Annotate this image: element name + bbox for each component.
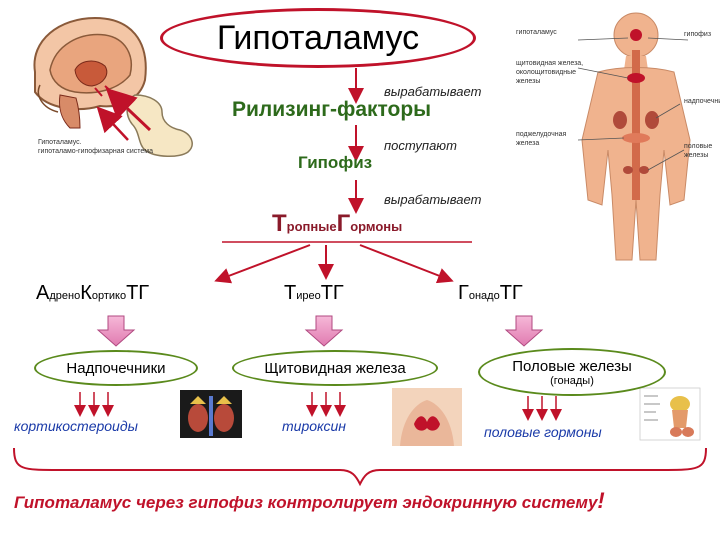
pink-arrow-2 (304, 315, 344, 347)
summary-brace (13, 447, 707, 487)
pink-arrow-1 (96, 315, 136, 347)
hormone-acth: АдреноКортикоТГ (36, 282, 149, 305)
human-body-illustration (577, 12, 691, 261)
body-labels-right: гипофиз надпочечники половые железы (684, 30, 720, 160)
arrow-to-gth (359, 244, 454, 284)
adrenal-image (180, 390, 242, 438)
body-label-adrenals: надпочечники (684, 98, 720, 105)
releasing-factors: Рилизинг-факторы (232, 98, 432, 121)
small-arrows-2 (306, 392, 346, 417)
body-label-pituitary: гипофиз (684, 31, 712, 38)
tropic-t-rest: ропные (286, 219, 337, 234)
tropic-g: Г (336, 210, 351, 237)
body-label-hypothalamus: гипоталамус (516, 29, 557, 36)
small-arrows-1 (74, 392, 114, 417)
title-oval: Гипоталамус (160, 8, 476, 68)
note-produces-1: вырабатывает (384, 84, 482, 99)
hormone-gth-s1: онадо (468, 290, 500, 302)
footer-text: Гипоталамус через гипофиз контролирует э… (14, 493, 598, 512)
gland-thyroid: Щитовидная железа (232, 350, 438, 386)
note-enters: поступают (384, 138, 457, 153)
brain-caption-line-1: Гипоталамус. (38, 139, 82, 146)
hormone-acth-s1: дрено (49, 290, 81, 302)
footer-statement: Гипоталамус через гипофиз контролирует э… (14, 488, 605, 514)
hormone-gth-p2: ТГ (499, 282, 523, 304)
hormone-acth-p2: К (80, 282, 92, 304)
product-corticosteroids: кортикостероиды (14, 418, 138, 434)
note-produces-2: вырабатывает (384, 192, 482, 207)
brain-illustration (33, 16, 193, 157)
pituitary: Гипофиз (298, 153, 373, 172)
hormone-tsh-s1: ирео (296, 290, 321, 302)
gland-adrenal-label: Надпочечники (66, 359, 166, 377)
gland-gonads: Половые железы (гонады) (478, 348, 666, 396)
gland-gonads-sublabel: (гонады) (550, 374, 594, 387)
tropic-g-rest: ормоны (350, 219, 403, 234)
product-thyroxine: тироксин (282, 418, 346, 434)
hormone-tsh: ТиреоТГ (284, 282, 344, 305)
hormone-tsh-p1: Т (284, 282, 297, 304)
body-label-gonads: половые железы (684, 143, 713, 159)
body-label-thyroid: щитовидная железа, околощитовидные желез… (516, 60, 584, 85)
product-sex-hormones: половые гормоны (484, 424, 602, 440)
hormone-tsh-p2: ТГ (320, 282, 344, 304)
brain-caption: Гипоталамус. гипоталамо-гипофизарная сис… (38, 138, 153, 156)
tropic-hormones: ТропныеГормоны (272, 210, 402, 238)
gonads-image (639, 387, 701, 441)
title: Гипоталамус (216, 18, 420, 57)
small-arrows-3 (522, 396, 562, 421)
tropic-t: Т (272, 210, 287, 237)
arrow-to-acth (214, 244, 311, 284)
brain-caption-line-2: гипоталамо-гипофизарная система (38, 148, 153, 155)
footer-exclamation: ! (597, 488, 605, 513)
hormone-acth-p1: А (36, 282, 50, 304)
hormone-acth-s2: ортико (91, 290, 127, 302)
body-label-pancreas: поджелудочная железа (516, 131, 567, 147)
pink-arrow-3 (504, 315, 544, 347)
hormone-acth-p3: ТГ (126, 282, 150, 304)
hormone-gth: ГонадоТГ (458, 282, 523, 305)
gland-adrenal: Надпочечники (34, 350, 198, 386)
thyroid-image (392, 388, 462, 446)
gland-thyroid-label: Щитовидная железа (264, 359, 406, 377)
body-labels-left: гипоталамус щитовидная железа, околощито… (516, 28, 586, 148)
gland-gonads-label: Половые железы (512, 357, 632, 375)
hormone-gth-p1: Г (458, 282, 469, 304)
